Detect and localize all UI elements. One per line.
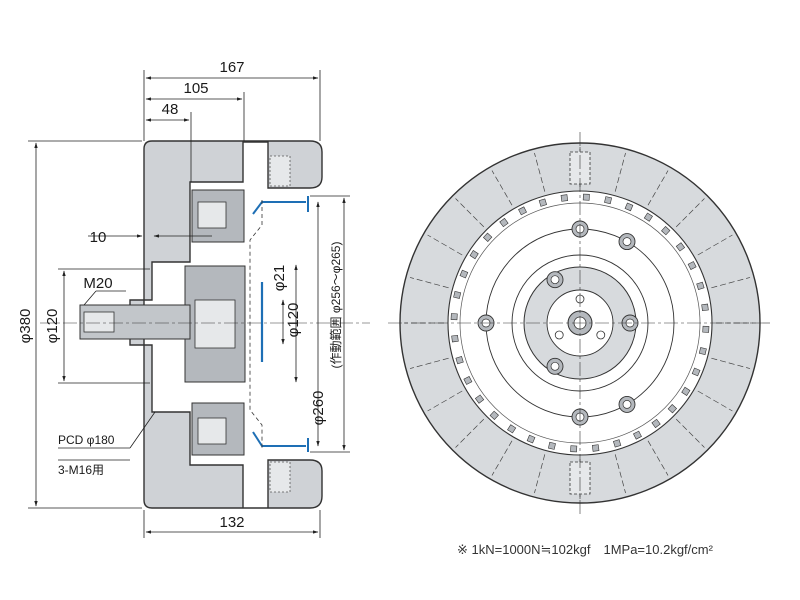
radial-line xyxy=(427,390,463,412)
radial-line xyxy=(647,170,669,206)
radial-line xyxy=(491,440,513,476)
jaw-notch xyxy=(450,313,458,321)
jaw-notch xyxy=(469,250,479,260)
dim-m20: M20 xyxy=(83,275,112,292)
jaw-notch xyxy=(624,202,634,212)
jaw-notch xyxy=(453,290,462,299)
jaw-notch xyxy=(582,193,590,201)
jaw-notch xyxy=(612,439,622,448)
radial-line xyxy=(711,357,751,369)
jaw-notch xyxy=(604,196,613,205)
radial-line xyxy=(614,152,626,192)
radial-line xyxy=(675,418,705,448)
dim-48: 48 xyxy=(162,101,179,118)
drawbar-thread xyxy=(83,311,115,333)
dim-phi120-left: φ120 xyxy=(44,309,61,344)
jaw-notch xyxy=(538,198,548,207)
lower-jaw-insert xyxy=(197,417,227,445)
jaw-notch xyxy=(507,424,517,434)
jaw-notch xyxy=(667,404,678,414)
dimension-lines xyxy=(28,70,350,538)
jaw-notch xyxy=(681,386,691,396)
radial-line xyxy=(534,152,546,192)
jaw-notch xyxy=(547,441,556,450)
bolt-hole-core xyxy=(622,237,632,246)
dim-10: 10 xyxy=(90,229,107,246)
radial-line xyxy=(409,357,449,369)
jaw-notch xyxy=(698,347,707,356)
radial-line xyxy=(409,277,449,289)
radial-line xyxy=(455,418,485,448)
jaw-notch xyxy=(651,418,661,429)
jaw-notch xyxy=(455,355,464,365)
hub-hole xyxy=(596,330,606,340)
radial-line xyxy=(534,454,546,494)
jaw-notch xyxy=(459,269,469,279)
jaw-notch xyxy=(526,434,536,444)
jaw-notch xyxy=(482,232,493,242)
radial-line xyxy=(697,390,733,412)
jaw-notch xyxy=(696,281,705,291)
chuck-body-section xyxy=(129,140,323,509)
dim-phi120-right: φ120 xyxy=(285,303,302,338)
radial-line xyxy=(614,454,626,494)
bottom-bolt-detail xyxy=(269,461,291,493)
dim-167: 167 xyxy=(219,59,244,76)
jaw-notch xyxy=(691,367,701,377)
bolt-label: 3-M16用 xyxy=(58,463,104,477)
radial-line xyxy=(647,440,669,476)
jaw-notch xyxy=(518,206,527,216)
dim-phi260: φ260 xyxy=(310,391,327,426)
jaw-envelope-dashed xyxy=(249,200,263,450)
jaw-notch xyxy=(633,430,642,440)
side-section-view xyxy=(40,140,370,509)
jaw-notch xyxy=(643,212,653,222)
center-bore xyxy=(194,299,236,349)
stroke-range-note: (作動範囲 φ256～φ265) xyxy=(328,242,343,369)
jaw-notch xyxy=(489,410,499,421)
bolt-hole-core xyxy=(550,275,560,285)
unit-conversion-note: ※ 1kN=1000N≒102kgf 1MPa=10.2kgf/cm² xyxy=(457,542,713,557)
radial-line xyxy=(455,198,485,228)
jaw-notch xyxy=(702,325,710,333)
hub-hole xyxy=(554,330,564,340)
jaw-notch xyxy=(474,394,485,404)
upper-jaw-insert xyxy=(197,201,227,229)
radial-line xyxy=(711,277,751,289)
jaw-notch xyxy=(560,194,569,202)
dim-105: 105 xyxy=(183,80,208,97)
jaw-notch xyxy=(675,242,686,252)
jaw-notch xyxy=(463,376,473,385)
jaw-notch xyxy=(591,444,600,452)
jaw-notch xyxy=(499,217,509,228)
radial-line xyxy=(427,234,463,256)
jaw-notch xyxy=(451,334,459,343)
jaw-notch xyxy=(570,445,578,453)
dim-phi21: φ21 xyxy=(271,265,288,291)
radial-line xyxy=(697,234,733,256)
front-view-marks xyxy=(404,147,756,499)
top-bolt-detail xyxy=(269,155,291,187)
dim-phi380: φ380 xyxy=(17,309,34,344)
bolt-hole-core xyxy=(550,361,560,371)
bolt-hole-core xyxy=(622,400,632,409)
jaw-notch xyxy=(687,261,697,270)
jaw-notch xyxy=(661,225,671,236)
pcd-label: PCD φ180 xyxy=(58,433,115,447)
front-view xyxy=(388,132,772,514)
jaw-notch xyxy=(701,303,709,312)
radial-line xyxy=(491,170,513,206)
dimension-labels: 167 105 48 10 132 M20 φ380 φ120 φ21 φ120… xyxy=(17,59,343,531)
jaw-stroke-upper xyxy=(252,201,306,215)
radial-line xyxy=(675,198,705,228)
dim-132: 132 xyxy=(219,514,244,531)
jaw-stroke-lower xyxy=(252,431,306,447)
